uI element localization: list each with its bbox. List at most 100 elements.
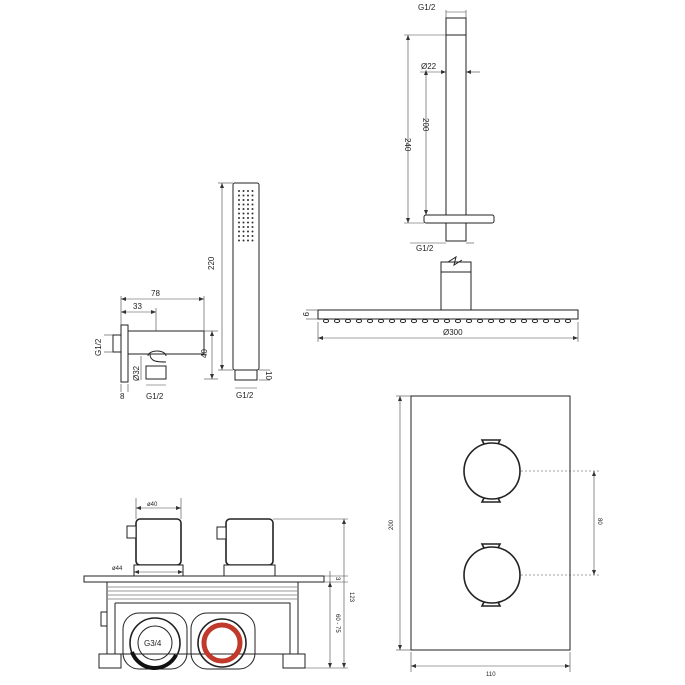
valve-knob-right-base [223, 564, 276, 577]
hand-shower-nozzle [251, 230, 254, 233]
hand-shower-nozzle [247, 226, 249, 228]
hand-shower-nozzle [251, 194, 254, 197]
outlet-thread-bottom-label: G1/2 [146, 392, 164, 401]
hand-shower: 220 10 G1/2 [207, 182, 273, 400]
hand-shower-nozzle [247, 194, 249, 197]
hand-shower-nozzle [238, 212, 240, 215]
valve-port-right-frame [190, 612, 256, 670]
arm-length-total-label: 240 [403, 138, 412, 152]
trim-plate-outline [410, 395, 571, 651]
head-nozzle [542, 318, 550, 324]
valve-port-right-red-ring [201, 622, 243, 664]
trim-knob-bottom-tab-upper [480, 543, 502, 549]
outlet-bottom-thread [145, 365, 167, 380]
hand-shower-thread-label: G1/2 [236, 391, 254, 400]
arm-flange [423, 214, 495, 224]
hand-shower-nozzle [251, 239, 254, 242]
hand-shower-nozzle [242, 230, 245, 233]
arm-length-label: 200 [421, 118, 430, 132]
valve-knob-left [135, 518, 182, 566]
hand-shower-nozzle [251, 235, 254, 237]
wall-outlet: 78 33 40 G1/2 Ø32 8 G1/2 [94, 289, 218, 401]
head-nozzle [487, 318, 495, 324]
arm-tube [445, 34, 467, 216]
trim-spacing-label: 80 [596, 518, 602, 525]
hand-shower-body [232, 182, 260, 371]
hand-shower-nozzle [238, 235, 240, 237]
hand-shower-nozzle [251, 208, 254, 210]
hand-shower-nozzle [238, 203, 240, 206]
hand-shower-nozzle [247, 199, 249, 201]
valve-port-right-outer [197, 618, 247, 668]
hand-shower-nozzle [238, 221, 240, 224]
trim-height-label: 200 [389, 519, 395, 530]
hand-shower-nozzle [238, 194, 240, 197]
outlet-height-label: 40 [200, 349, 209, 358]
arm-top-thread [445, 17, 467, 36]
hand-shower-length-label: 220 [207, 256, 216, 270]
head-nozzle [531, 318, 539, 324]
outlet-side-thread [112, 334, 122, 353]
hand-shower-tip-label: 10 [264, 371, 273, 380]
head-nozzle [322, 318, 330, 324]
trim-knob-top [463, 442, 521, 500]
hand-shower-nozzle [251, 221, 254, 224]
hand-shower-nozzle [247, 208, 249, 210]
hand-shower-nozzle [247, 203, 249, 206]
hand-shower-nozzle [238, 230, 240, 233]
head-nozzle [520, 318, 528, 324]
head-nozzle [465, 318, 473, 324]
hand-shower-nozzle [238, 217, 240, 219]
outlet-elbow [127, 353, 167, 376]
valve-depth-box-label: 60 - 75 [334, 614, 340, 633]
head-nozzle [421, 318, 429, 324]
head-nozzle [377, 318, 385, 324]
hand-shower-nozzle [247, 235, 249, 237]
valve-side-tab [100, 611, 108, 627]
outlet-thread-side-label: G1/2 [94, 338, 103, 356]
head-diameter-label: Ø300 [443, 328, 463, 337]
head-nozzle [553, 318, 561, 324]
head-nozzle [344, 318, 352, 324]
head-nozzle [399, 318, 407, 324]
outlet-diameter-label: Ø32 [132, 365, 141, 381]
hand-shower-nozzle [238, 199, 240, 201]
overhead-shower-arm: G1/2 Ø22 240 200 G1/2 [403, 3, 495, 267]
outlet-nozzle-cap [147, 350, 167, 357]
arm-thread-top-label: G1/2 [418, 3, 436, 12]
valve-port-left-arc [130, 651, 178, 670]
trim-knob-top-tab-lower [480, 497, 502, 503]
hand-shower-nozzle [251, 203, 254, 206]
valve-depth-total-label: 123 [348, 592, 354, 603]
valve-knob-diameter-label: ø40 [147, 502, 158, 508]
hand-shower-nozzles [238, 190, 254, 242]
head-nozzle [443, 318, 451, 324]
valve-foot-left [98, 653, 122, 669]
valve-port-left-inner [137, 625, 173, 661]
trim-knob-top-tab-upper [480, 439, 502, 445]
outlet-width-front-label: 33 [133, 302, 142, 311]
head-neck [440, 271, 472, 311]
hand-shower-nozzle [238, 226, 240, 228]
valve-box-ribs [108, 586, 297, 600]
valve-body: G3/4 ø40 ø44 3 123 60 - 75 [83, 498, 354, 670]
head-nozzle [333, 318, 341, 324]
head-plate [317, 309, 579, 320]
head-nozzle [432, 318, 440, 324]
valve-foot-right [282, 653, 306, 669]
head-nozzle [388, 318, 396, 324]
hand-shower-nozzle [238, 208, 240, 210]
shower-head: 9 Ø300 [301, 261, 579, 342]
valve-cover-plate [83, 575, 325, 583]
head-nozzle [366, 318, 374, 324]
valve-knob-right [225, 518, 274, 566]
head-height-label: 9 [301, 312, 310, 317]
valve-box-inner [114, 602, 291, 654]
valve-connection-label: G3/4 [144, 639, 162, 648]
outlet-body [127, 330, 205, 355]
hand-shower-nozzle [242, 199, 245, 201]
hand-shower-nozzle [242, 217, 245, 219]
hand-shower-nozzle [242, 235, 245, 237]
arm-diameter-label: Ø22 [421, 62, 437, 71]
